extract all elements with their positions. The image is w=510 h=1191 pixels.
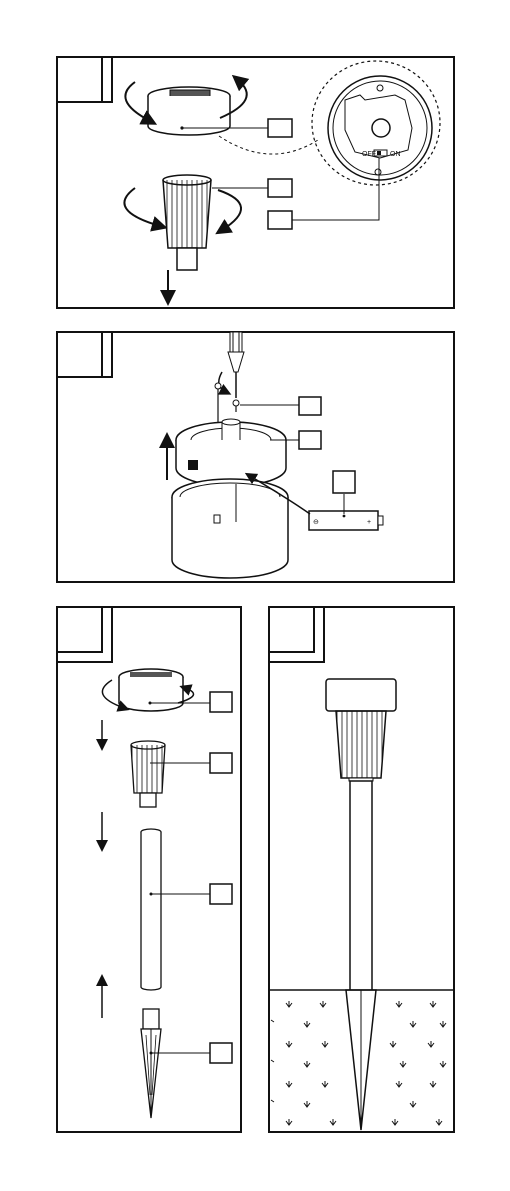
panel-3-number-box [57,607,102,652]
battery: ⊖ + [309,511,383,530]
battery-housing [172,479,288,578]
panel-4 [269,607,454,1132]
callout-box-spike [210,1043,232,1063]
callout-box-connector [268,179,292,197]
callout-box-cover [299,431,321,449]
ribbed-connector [163,175,211,270]
panel-3 [57,607,241,1132]
ground-spike [141,1009,161,1118]
callout-box-connector-small [210,753,232,773]
callout-box-head-small [210,692,232,712]
battery-minus: ⊖ [313,519,319,526]
callout-box-battery [333,471,355,493]
panel-1: OFF ON [57,57,454,308]
installed-light [326,679,396,1130]
panel-2: ⊖ + [57,332,454,582]
head-underside: OFF ON [328,76,432,180]
battery-cover [176,419,286,486]
rotate-arrow-connector-left [124,188,160,226]
callout-box-screw [299,397,321,415]
panel-4-number-box [269,607,314,652]
panel-1-number-box [57,57,102,102]
switch-off-label: OFF [362,151,376,158]
rotate-arrow-connector-right [218,190,241,230]
switch-on-label: ON [390,151,401,158]
callout-box-head [268,119,292,137]
panel-2-number-box [57,332,102,377]
rotate-arrow-left [125,82,150,121]
callout-box-tube [210,884,232,904]
callout-box-switch [268,211,292,229]
solar-head-small [119,669,183,711]
tube [141,829,161,990]
ribbed-connector-small [131,741,165,807]
screwdriver [219,332,244,398]
battery-plus: + [367,519,371,526]
